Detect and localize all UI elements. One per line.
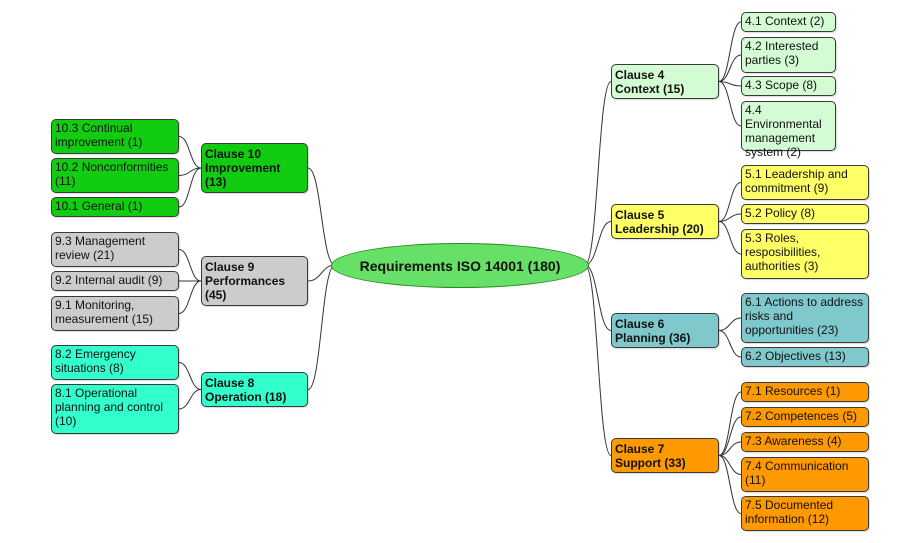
connector-c6-0 — [718, 317, 742, 331]
connector-root-c4 — [584, 81, 612, 266]
connector-c5-0 — [718, 182, 742, 222]
subclause-node-c7-3[interactable]: 7.4 Communication (11) — [741, 457, 869, 492]
clause-node-c9[interactable]: Clause 9 Performances (45) — [201, 256, 308, 306]
clause-node-c8[interactable]: Clause 8 Operation (18) — [201, 372, 308, 407]
subclause-node-c4-0[interactable]: 4.1 Context (2) — [741, 12, 836, 32]
connector-c7-1 — [718, 416, 742, 456]
subclause-node-c7-4[interactable]: 7.5 Documented information (12) — [741, 496, 869, 531]
subclause-node-c5-2[interactable]: 5.3 Roles, resposibilities, authorities … — [741, 229, 869, 279]
clause-node-c10[interactable]: Clause 10 Improvement (13) — [201, 143, 308, 193]
connector-root-c10 — [307, 167, 336, 266]
connector-root-c7 — [584, 264, 612, 456]
connector-c4-3 — [718, 81, 742, 127]
connector-c9-2 — [178, 280, 202, 314]
subclause-node-c10-0[interactable]: 10.3 Continual improvement (1) — [51, 119, 179, 154]
subclause-node-c10-1[interactable]: 10.2 Nonconformities (11) — [51, 158, 179, 193]
clause-node-c7[interactable]: Clause 7 Support (33) — [611, 438, 719, 473]
connector-c7-2 — [718, 441, 742, 456]
subclause-node-c4-1[interactable]: 4.2 Interested parties (3) — [741, 37, 836, 73]
connector-c6-1 — [718, 330, 742, 358]
connector-c7-4 — [718, 455, 742, 514]
subclause-node-c7-2[interactable]: 7.3 Awareness (4) — [741, 432, 869, 452]
connector-c4-2 — [718, 81, 742, 87]
clause-node-c5[interactable]: Clause 5 Leadership (20) — [611, 204, 719, 239]
connector-c10-0 — [178, 136, 202, 169]
root-node[interactable]: Requirements ISO 14001 (180) — [331, 243, 589, 288]
connector-c5-2 — [718, 221, 742, 255]
connector-root-c6 — [584, 264, 612, 331]
subclause-node-c6-1[interactable]: 6.2 Objectives (13) — [741, 347, 869, 367]
connector-c4-1 — [718, 54, 742, 82]
subclause-node-c9-0[interactable]: 9.3 Management review (21) — [51, 232, 179, 267]
subclause-node-c5-1[interactable]: 5.2 Policy (8) — [741, 204, 869, 224]
subclause-node-c8-0[interactable]: 8.2 Emergency situations (8) — [51, 345, 179, 380]
subclause-node-c6-0[interactable]: 6.1 Actions to address risks and opportu… — [741, 293, 869, 343]
connector-c8-0 — [178, 362, 202, 390]
connector-c4-0 — [718, 21, 742, 82]
connector-root-c8 — [307, 264, 336, 390]
clause-node-c4[interactable]: Clause 4 Context (15) — [611, 64, 719, 99]
subclause-node-c9-2[interactable]: 9.1 Monitoring, measurement (15) — [51, 296, 179, 331]
connector-c5-1 — [718, 213, 742, 222]
subclause-node-c7-1[interactable]: 7.2 Competences (5) — [741, 407, 869, 427]
subclause-node-c10-2[interactable]: 10.1 General (1) — [51, 197, 179, 217]
subclause-node-c5-0[interactable]: 5.1 Leadership and commitment (9) — [741, 165, 869, 200]
connector-c7-0 — [718, 391, 742, 456]
connector-c9-0 — [178, 249, 202, 282]
subclause-node-c4-3[interactable]: 4.4 Environmental management system (2) — [741, 101, 836, 159]
clause-node-c6[interactable]: Clause 6 Planning (36) — [611, 313, 719, 348]
subclause-node-c8-1[interactable]: 8.1 Operational planning and control (10… — [51, 384, 179, 434]
subclause-node-c7-0[interactable]: 7.1 Resources (1) — [741, 382, 869, 402]
connector-c8-1 — [178, 389, 202, 410]
subclause-node-c4-2[interactable]: 4.3 Scope (8) — [741, 76, 836, 96]
subclause-node-c9-1[interactable]: 9.2 Internal audit (9) — [51, 271, 179, 291]
connector-c10-2 — [178, 167, 202, 208]
